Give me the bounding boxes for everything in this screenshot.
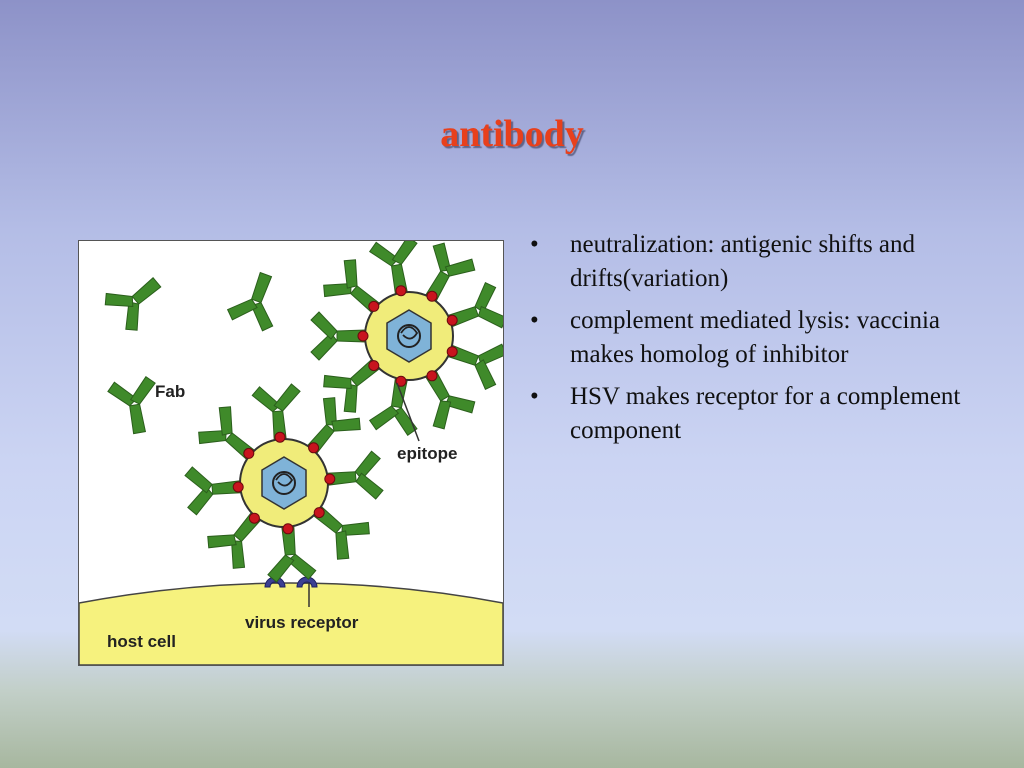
virus-particle-upper: [310, 241, 503, 438]
epitope-dot: [282, 523, 294, 535]
epitope-dot: [308, 442, 320, 454]
epitope-dot: [426, 370, 438, 382]
antibody-neutralization-diagram: Fab epitope virus receptor host cell: [78, 240, 504, 666]
virus-particle-lower: [183, 382, 385, 584]
bullet-marker: •: [530, 231, 539, 258]
free-antibody-icon: [224, 265, 289, 335]
epitope-dot: [368, 360, 380, 372]
epitope-dot: [446, 314, 458, 326]
epitope-dot: [243, 447, 255, 459]
epitope-dot: [395, 375, 407, 387]
epitope-dot: [395, 285, 407, 297]
bound-antibody-icon: [310, 311, 366, 361]
epitope-dot: [324, 473, 336, 485]
bullet-marker: •: [530, 307, 539, 334]
bullet-list: • neutralization: antigenic shifts and d…: [530, 228, 970, 456]
epitope-dot: [368, 300, 380, 312]
epitope-dot: [357, 330, 369, 342]
epitope-dot: [248, 512, 260, 524]
bullet-text: neutralization: antigenic shifts and dri…: [570, 231, 916, 292]
virus-receptor-label: virus receptor: [245, 613, 359, 632]
virus-receptor-icon: [264, 576, 318, 607]
epitope-label: epitope: [397, 444, 457, 463]
bullet-item: • neutralization: antigenic shifts and d…: [530, 228, 970, 296]
bullet-item: • complement mediated lysis: vaccinia ma…: [530, 304, 970, 372]
epitope-dot: [426, 290, 438, 302]
bullet-text: HSV makes receptor for a complement comp…: [570, 383, 961, 444]
epitope-dot: [274, 431, 286, 443]
diagram-svg: Fab epitope virus receptor host cell: [79, 241, 503, 665]
epitope-dot: [232, 481, 244, 493]
free-antibody-icon: [99, 263, 173, 336]
epitope-dot: [446, 346, 458, 358]
host-cell-membrane: [79, 582, 503, 665]
fab-label: Fab: [155, 382, 185, 401]
bullet-text: complement mediated lysis: vaccinia make…: [570, 307, 941, 368]
epitope-dot: [313, 507, 325, 519]
bullet-item: • HSV makes receptor for a complement co…: [530, 380, 970, 448]
bullet-marker: •: [530, 383, 539, 410]
host-cell-label: host cell: [107, 632, 176, 651]
slide-title: antibody: [440, 113, 584, 155]
